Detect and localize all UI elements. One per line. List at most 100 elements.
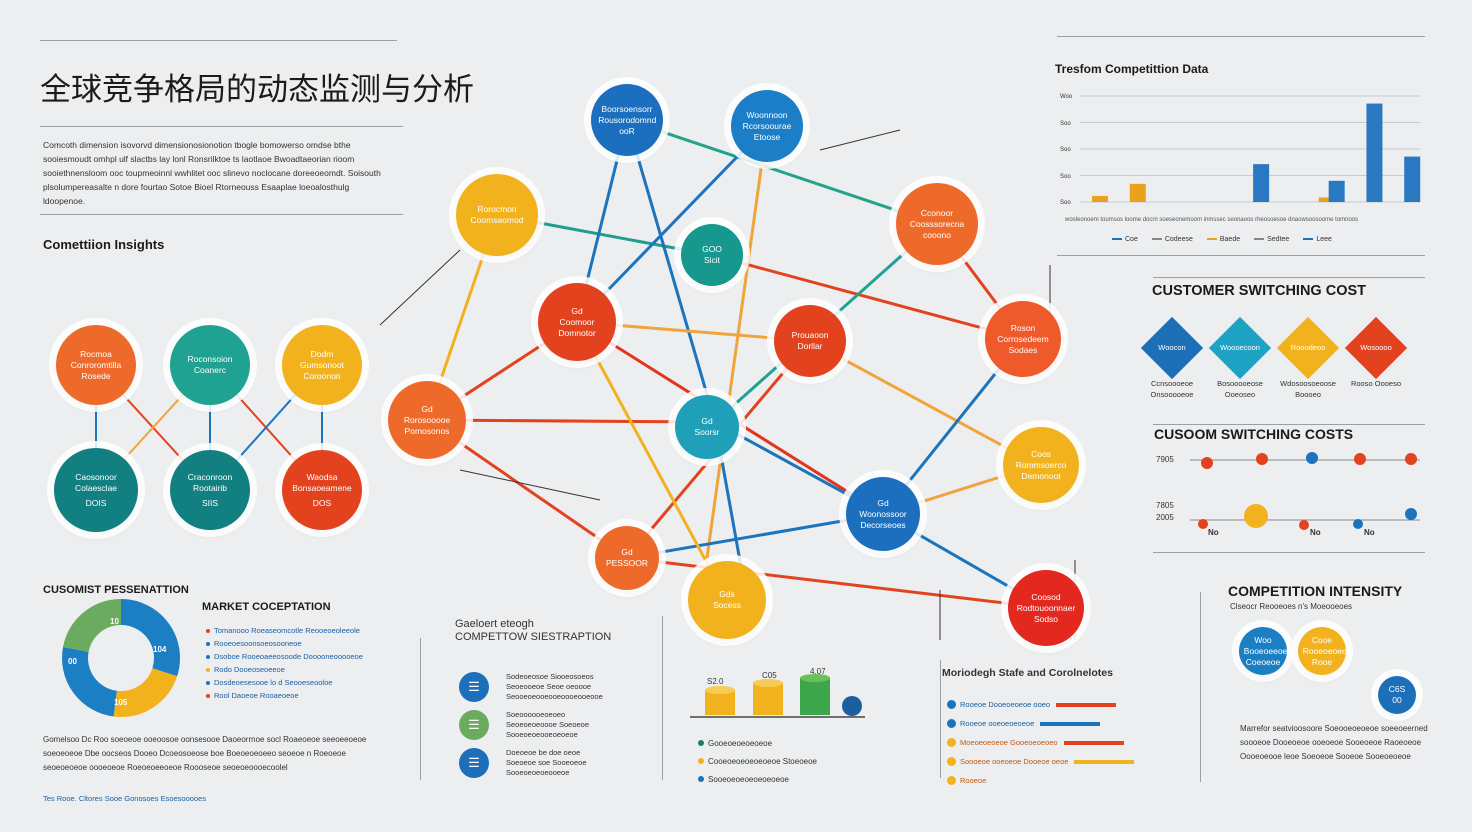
page-title: 全球竞争格局的动态监测与分析 — [40, 72, 474, 108]
legend-item: Coe — [1112, 236, 1138, 243]
custom-switching-title: CUSOOM SWITCHING COSTS — [1154, 426, 1354, 442]
y-tick-label: Soo — [1060, 147, 1071, 153]
strategy-icon: ☰ — [459, 710, 489, 740]
strategy-icon: ☰ — [459, 672, 489, 702]
diamond-caption: Wdosoosoeoose Boooeo — [1280, 379, 1336, 399]
left-bottom-footer: Tes Rooe. Cltores Sooe Gonosoes Esoesooo… — [43, 794, 207, 803]
top-chart-title: Tresfom Competittion Data — [1055, 62, 1209, 76]
intensity-body: Marrefor seatvioosoore Soeooeoeoeoe soee… — [1240, 724, 1428, 761]
bar — [1318, 197, 1335, 202]
market-share-row: Rooeoe — [947, 771, 1134, 790]
intensity-subtitle: Clseocr Reooeoes n's Moeooeoes — [1230, 602, 1353, 611]
y-tick-label: Woo — [1060, 94, 1073, 100]
marker-3: No — [1364, 528, 1375, 537]
legend-item: Sedtee — [1254, 236, 1289, 243]
y-tick-label: Soo — [1060, 120, 1071, 127]
intro-paragraph: Comcoth dimension isovorvd dimensionosio… — [43, 140, 381, 206]
cyl-label-1: S2.0 — [707, 677, 724, 686]
bar — [1366, 103, 1383, 202]
market-item: Dsoboe Rooeoaeeosoode Dooooneooooeoe — [206, 650, 363, 663]
market-item: Rooeoesoonsoeosooneoe — [206, 637, 363, 650]
market-share-title: Moriodegh Stafe and Corolnelotes — [942, 667, 1113, 679]
market-share-row: Rooeoe ooeoeoeoeoe — [947, 714, 1134, 733]
left-bottom-body: Gomelsoo Dc Roo soeoeoe ooeoosoe oonseso… — [43, 735, 367, 772]
marker-1: No — [1208, 528, 1219, 537]
customer-presentation-title: CUSOMIST PESSENATTION — [43, 584, 189, 596]
cylinder-legend-item: Sooeoeoeoeoeoeoeoe — [698, 771, 817, 789]
switching-cost-title: CUSTOMER SWITCHING COST — [1152, 283, 1367, 299]
row2-label-a: 7805 — [1156, 501, 1174, 510]
donut-label-1: 10 — [110, 617, 119, 626]
bar — [1328, 180, 1345, 202]
intensity-title: COMPETITION INTENSITY — [1228, 583, 1403, 599]
diamond-label: Rooodeoo — [1290, 343, 1326, 352]
diamond-caption: Ccnsoooeoe Onsooooeoe — [1150, 379, 1194, 399]
market-share-row: Moeoeoeoeoe Gooeoeoeoeo — [947, 733, 1134, 752]
legend-item: Leee — [1303, 236, 1332, 243]
donut-label-3: 104 — [153, 645, 167, 654]
marker-2: No — [1310, 528, 1321, 537]
donut-segment — [63, 599, 122, 653]
strategy-icon: ☰ — [459, 748, 489, 778]
donut-label-2: 00 — [68, 657, 77, 666]
cylinder-legend-item: Gooeoeoeoeoeoe — [698, 735, 817, 753]
diamond-label: Woooecoon — [1220, 343, 1260, 352]
mid-title-2: COMPETTOW SIESTRAPTION — [455, 631, 612, 643]
market-item: Rodo Dooeoseoeeoe — [206, 663, 363, 676]
donut-segment — [113, 667, 178, 717]
market-share-row: Soooeoe ooeoeoe Dooeoe oeoe — [947, 752, 1135, 771]
bar — [1129, 183, 1146, 202]
legend-item: Baede — [1206, 236, 1240, 243]
bar — [1253, 164, 1270, 202]
row1-label: 7905 — [1156, 455, 1174, 464]
competition-insights-label: Comettiion Insights — [43, 237, 165, 252]
donut-label-4: 105 — [114, 698, 128, 707]
cyl-label-2: C05 — [762, 671, 777, 680]
donut-segment — [62, 646, 118, 717]
row2-label-b: 2005 — [1156, 513, 1174, 522]
diamond-caption: Rooso Oooeso — [1350, 379, 1402, 388]
market-item: Dosdeoesesooe lo d Seooeseooloe — [206, 676, 363, 689]
cylinder-legend-item: Cooeoeoeoeoeoeoe Stoeoeoe — [698, 753, 817, 771]
diamond-label: Wosoooo — [1360, 343, 1392, 352]
market-conception-title: MARKET COCEPTATION — [202, 601, 331, 613]
market-item: Tomanooo Roeaseomcotle Reooeoeoleeole — [206, 624, 363, 637]
cyl-label-3: 4.07 — [810, 667, 826, 676]
diamond-caption: Bosooooeose Ooeoseo — [1217, 379, 1263, 399]
top-chart-axis-caption: wosleonoem toumsos loome docrn soeseonem… — [1065, 217, 1359, 223]
donut-segment — [120, 599, 180, 677]
y-tick-label: Soo — [1060, 200, 1071, 206]
bar — [1092, 195, 1108, 202]
